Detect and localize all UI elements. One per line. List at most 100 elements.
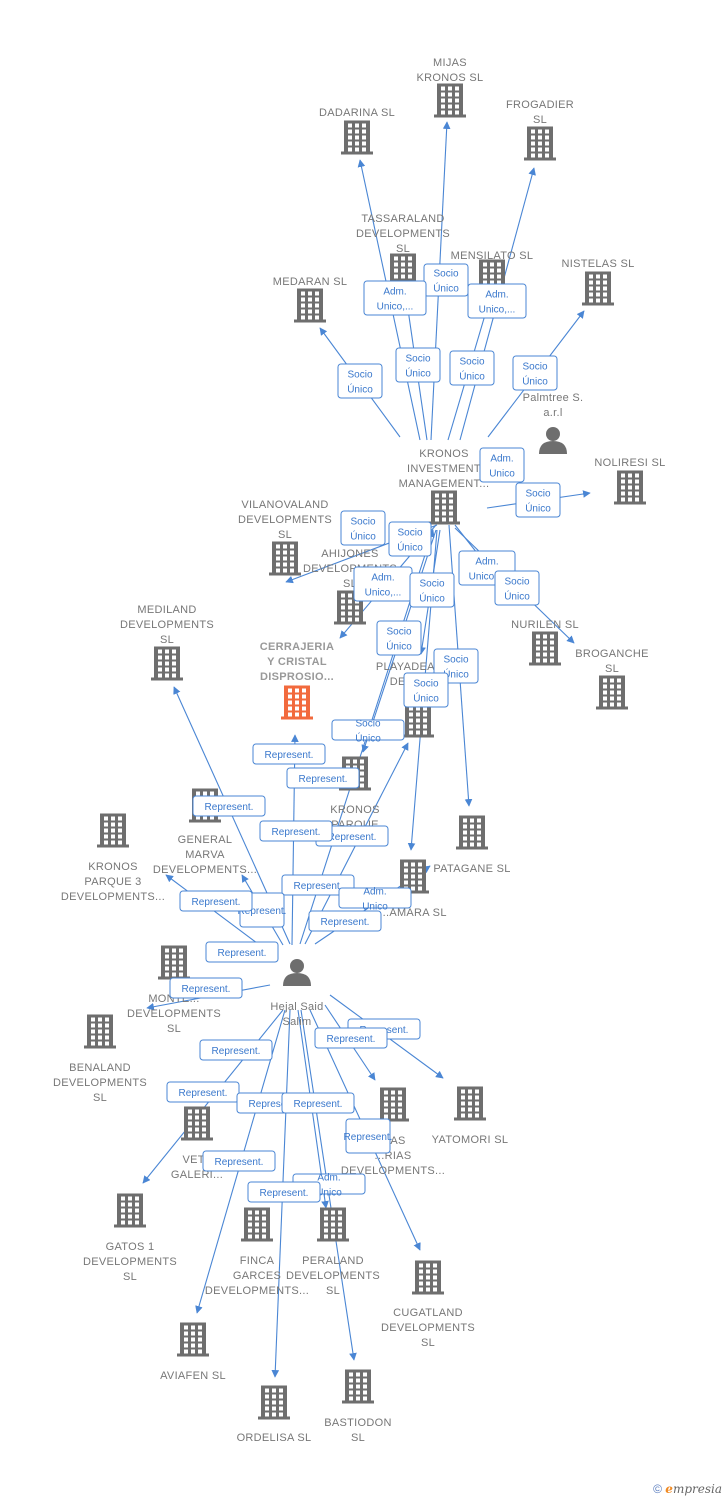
building-icon[interactable] (342, 1369, 374, 1404)
building-icon[interactable] (456, 815, 488, 850)
edge-label-box (345, 1118, 391, 1154)
edge-label[interactable]: Represent. (308, 910, 382, 932)
building-icon[interactable] (402, 703, 434, 738)
node-patagane[interactable]: PATAGANE SL (433, 815, 510, 876)
node-ordelisa[interactable]: ORDELISA SL (237, 1385, 312, 1445)
node-noliresi[interactable]: NOLIRESI SL (594, 457, 665, 505)
building-icon[interactable] (412, 1260, 444, 1295)
building-icon[interactable] (294, 288, 326, 323)
node-medaran[interactable]: MEDARAN SL (273, 276, 348, 323)
node-dadarina[interactable]: DADARINA SL (319, 107, 395, 155)
node-palmtree[interactable]: Palmtree S.a.r.l (523, 392, 584, 454)
edge-label[interactable]: Represent. (259, 820, 333, 842)
building-icon[interactable] (269, 541, 301, 576)
node-nistelas[interactable]: NISTELAS SL (562, 258, 635, 306)
edge-label[interactable]: Adm.Unico,... (363, 280, 427, 316)
building-icon[interactable] (97, 813, 129, 848)
edge-label[interactable]: Adm.Unico (479, 447, 525, 483)
building-icon[interactable] (317, 1207, 349, 1242)
edge-label-box (388, 521, 432, 557)
edge-label[interactable]: Adm.Unico,... (467, 283, 527, 319)
edge-label[interactable]: Represent. (281, 874, 355, 896)
edge-label-line: Socio (525, 489, 550, 500)
person-icon[interactable] (539, 427, 567, 454)
edge-label[interactable]: Represent. (202, 1150, 276, 1172)
building-icon[interactable] (524, 126, 556, 161)
node-zamara[interactable]: ...AMARA SL (379, 859, 447, 920)
building-icon[interactable] (177, 1322, 209, 1357)
edge-label[interactable]: Adm.Unico,... (353, 566, 413, 602)
building-icon[interactable] (614, 470, 646, 505)
edge-label[interactable]: Represent. (192, 795, 266, 817)
building-icon[interactable] (181, 1106, 213, 1141)
node-yatomori[interactable]: YATOMORI SL (432, 1086, 509, 1147)
building-icon[interactable] (428, 490, 460, 525)
building-icon[interactable] (341, 120, 373, 155)
edge-label[interactable]: Represent. (199, 1039, 273, 1061)
building-icon[interactable] (158, 945, 190, 980)
person-icon[interactable] (283, 959, 311, 986)
edge-label[interactable]: Represent. (247, 1181, 321, 1203)
node-label-line: NOLIRESI SL (594, 457, 665, 469)
building-icon[interactable] (454, 1086, 486, 1121)
edge-label[interactable]: Represent. (169, 977, 243, 999)
node-nurilen[interactable]: NURILEN SL (511, 619, 579, 666)
building-icon[interactable] (84, 1014, 116, 1049)
building-icon[interactable] (114, 1193, 146, 1228)
node-label-line: MIJAS (433, 57, 467, 69)
building-icon[interactable] (258, 1385, 290, 1420)
node-label-line: SL (326, 1285, 340, 1297)
node-label-line: NISTELAS SL (562, 258, 635, 270)
building-icon[interactable] (434, 83, 466, 118)
edge-label[interactable]: Adm.Unico (338, 887, 412, 913)
edge-label[interactable]: Represent. (286, 767, 360, 789)
edge-label[interactable]: Represent. (281, 1092, 355, 1114)
edge-label[interactable]: Represent. (314, 1027, 388, 1049)
building-icon[interactable] (582, 271, 614, 306)
node-aviafen[interactable]: AVIAFEN SL (160, 1322, 226, 1383)
edge-label-line: Socio (386, 627, 411, 638)
edge-label[interactable]: Represent. (166, 1081, 240, 1103)
edge-label[interactable]: Represent. (252, 743, 326, 765)
edge-label[interactable]: Represent. (344, 1118, 393, 1154)
building-icon[interactable] (529, 631, 561, 666)
building-icon[interactable] (377, 1087, 409, 1122)
building-icon[interactable] (241, 1207, 273, 1242)
edge-label[interactable]: Represent. (179, 890, 253, 912)
building-icon[interactable] (151, 646, 183, 681)
building-icon[interactable] (397, 859, 429, 894)
building-icon[interactable] (596, 675, 628, 710)
building-icon[interactable] (281, 685, 313, 720)
edge-label[interactable]: Represent. (205, 941, 279, 963)
